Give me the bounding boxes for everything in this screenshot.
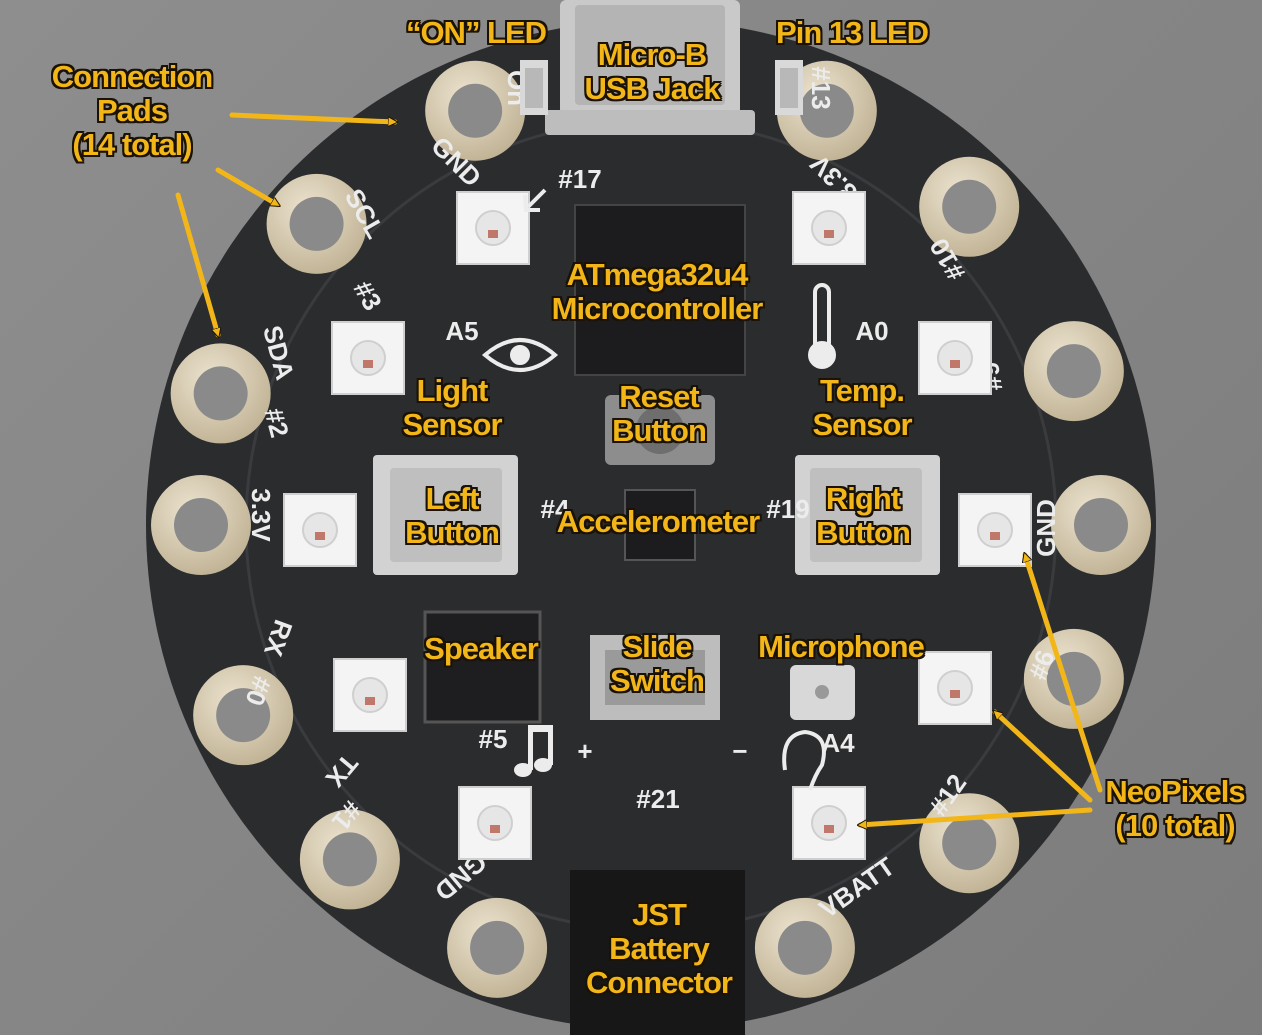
- pad-label: #13: [806, 66, 836, 109]
- silkscreen-text: #21: [636, 784, 679, 814]
- label-line: Pads: [52, 94, 213, 128]
- pin13-led: [775, 60, 803, 115]
- label-reset-button: Reset Button: [612, 380, 706, 448]
- connection-pad: [447, 898, 547, 998]
- connection-pad: [193, 665, 293, 765]
- label-jst-connector: JST Battery Connector: [586, 898, 732, 1000]
- pad-label: GND: [1031, 499, 1061, 557]
- connection-pad: [1024, 321, 1124, 421]
- label-accelerometer: Accelerometer: [557, 505, 759, 539]
- label-line: Button: [816, 516, 910, 550]
- label-line: Connection: [52, 60, 213, 94]
- label-line: Reset: [612, 380, 706, 414]
- connection-pad: [267, 174, 367, 274]
- neopixel: [332, 322, 404, 394]
- microphone-component: [790, 665, 855, 720]
- silkscreen-text: −: [732, 736, 747, 766]
- neopixel: [284, 494, 356, 566]
- label-microphone: Microphone: [758, 630, 924, 664]
- label-light-sensor: Light Sensor: [402, 374, 501, 442]
- label-line: (14 total): [52, 128, 213, 162]
- label-temp-sensor: Temp. Sensor: [812, 374, 911, 442]
- neopixel: [793, 787, 865, 859]
- neopixel: [793, 192, 865, 264]
- silkscreen-text: A5: [445, 316, 478, 346]
- label-slide-switch: Slide Switch: [610, 630, 704, 698]
- silkscreen-text: #5: [479, 724, 508, 754]
- label-speaker-text: Speaker: [424, 632, 538, 666]
- label-on-led-text: “ON” LED: [406, 16, 546, 50]
- label-line: Button: [612, 414, 706, 448]
- label-line: ATmega32u4: [552, 258, 763, 292]
- on-led: [520, 60, 548, 115]
- label-right-button: Right Button: [816, 482, 910, 550]
- label-pin13-led: Pin 13 LED: [776, 16, 928, 50]
- connection-pad: [171, 343, 271, 443]
- speaker-component: [425, 612, 540, 722]
- label-left-button: Left Button: [405, 482, 499, 550]
- neopixel: [959, 494, 1031, 566]
- label-pin13-text: Pin 13 LED: [776, 16, 928, 50]
- label-line: JST: [586, 898, 732, 932]
- label-connection-pads: Connection Pads (14 total): [52, 60, 213, 162]
- label-line: Switch: [610, 664, 704, 698]
- label-neopixels: NeoPixels (10 total): [1105, 775, 1244, 843]
- label-line: Sensor: [812, 408, 911, 442]
- label-line: Button: [405, 516, 499, 550]
- silkscreen-text: +: [577, 736, 592, 766]
- label-line: USB Jack: [584, 72, 719, 106]
- neopixel: [459, 787, 531, 859]
- neopixel: [334, 659, 406, 731]
- label-micro-b-usb: Micro-B USB Jack: [584, 38, 719, 106]
- label-on-led: “ON” LED: [406, 16, 546, 50]
- connection-pad: [151, 475, 251, 575]
- label-speaker: Speaker: [424, 632, 538, 666]
- label-line: Slide: [610, 630, 704, 664]
- neopixel: [919, 322, 991, 394]
- silkscreen-text: A4: [821, 728, 855, 758]
- label-microphone-text: Microphone: [758, 630, 924, 664]
- silkscreen-text: #17: [558, 164, 601, 194]
- label-line: (10 total): [1105, 809, 1244, 843]
- label-line: Right: [816, 482, 910, 516]
- label-atmega: ATmega32u4 Microcontroller: [552, 258, 763, 326]
- label-line: Light: [402, 374, 501, 408]
- label-accelerometer-text: Accelerometer: [557, 505, 759, 539]
- label-line: Sensor: [402, 408, 501, 442]
- connection-pad: [1051, 475, 1151, 575]
- neopixel: [457, 192, 529, 264]
- silkscreen-text: A0: [855, 316, 888, 346]
- label-line: Left: [405, 482, 499, 516]
- label-line: NeoPixels: [1105, 775, 1244, 809]
- silkscreen-text: #19: [766, 494, 809, 524]
- label-line: Battery: [586, 932, 732, 966]
- pad-label: 3.3V: [246, 488, 276, 542]
- arrow-pads-2: [218, 170, 278, 205]
- neopixel: [919, 652, 991, 724]
- label-line: Microcontroller: [552, 292, 763, 326]
- label-line: Temp.: [812, 374, 911, 408]
- label-line: Micro-B: [584, 38, 719, 72]
- connection-pad: [919, 157, 1019, 257]
- label-line: Connector: [586, 966, 732, 1000]
